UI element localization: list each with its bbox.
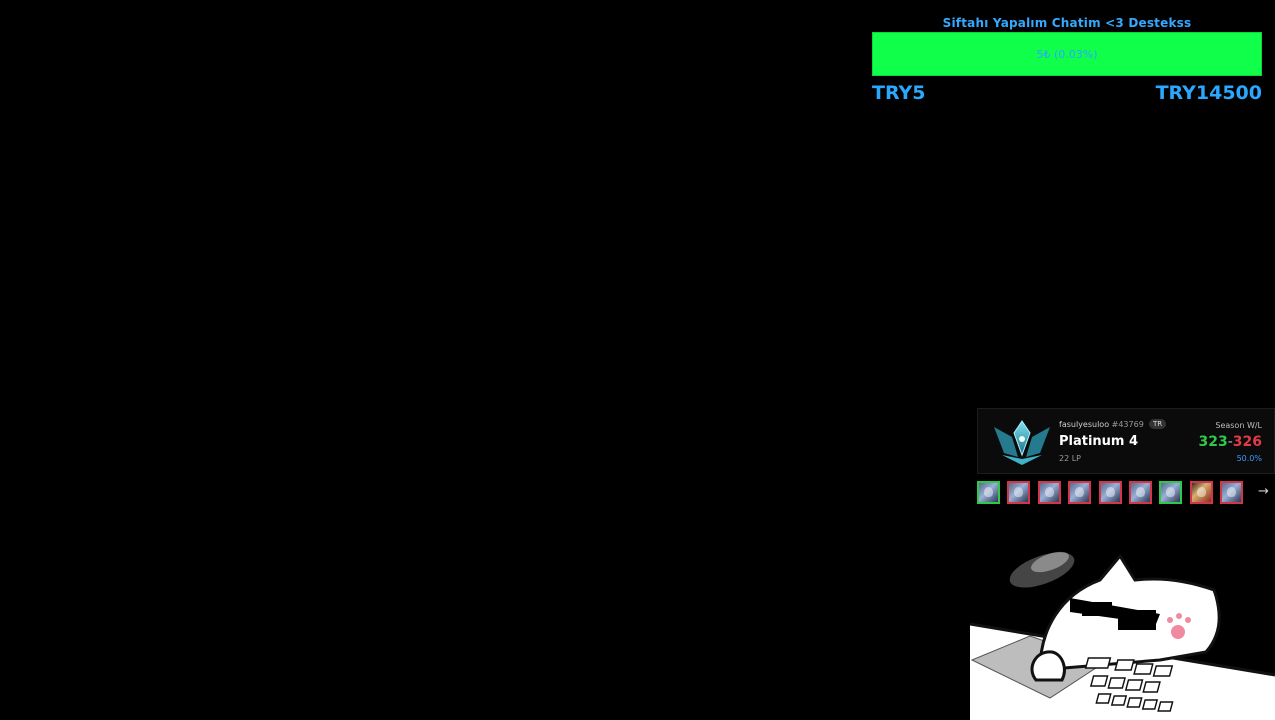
goal-min-label: TRY5	[872, 82, 926, 104]
winrate: 50.0%	[1236, 454, 1262, 463]
wl-separator: -	[1227, 434, 1233, 450]
goal-progress-bar: 5₺ (0.03%)	[872, 32, 1262, 76]
region-badge: TR	[1149, 419, 1167, 429]
rank-card: fasulyesuloo #43769 TR Platinum 4 22 LP …	[977, 408, 1275, 474]
champion-icon	[1007, 481, 1031, 504]
champion-icon	[1098, 481, 1122, 504]
champion-icon	[1220, 481, 1244, 504]
match-history	[977, 481, 1251, 504]
summoner-name-text: fasulyesuloo	[1059, 420, 1110, 429]
season-wl: 323-326	[1198, 434, 1262, 450]
goal-progress-text: 5₺ (0.03%)	[1036, 47, 1098, 61]
donation-goal-widget: Siftahı Yapalım Chatim <3 Destekss 5₺ (0…	[872, 14, 1262, 104]
rank-crest-icon	[994, 420, 1050, 465]
arrow-right-icon[interactable]: →	[1258, 484, 1269, 499]
champion-icon	[1128, 481, 1152, 504]
rank-tier: Platinum 4	[1059, 434, 1139, 449]
season-wl-label: Season W/L	[1215, 421, 1262, 430]
champion-icon	[1037, 481, 1061, 504]
champion-icon	[977, 481, 1000, 504]
summoner-name: fasulyesuloo #43769	[1059, 420, 1144, 429]
champion-icon	[1068, 481, 1092, 504]
wins-count: 323	[1198, 434, 1228, 450]
bongo-cat-icon	[970, 551, 1275, 720]
summoner-tag: #43769	[1111, 420, 1144, 429]
goal-title: Siftahı Yapalım Chatim <3 Destekss	[942, 16, 1192, 30]
champion-icon	[1189, 481, 1213, 504]
champion-icon	[1159, 481, 1183, 504]
goal-range: TRY5 TRY14500	[872, 82, 1262, 104]
league-points: 22 LP	[1059, 454, 1082, 463]
losses-count: 326	[1232, 434, 1262, 450]
goal-max-label: TRY14500	[1155, 82, 1262, 104]
